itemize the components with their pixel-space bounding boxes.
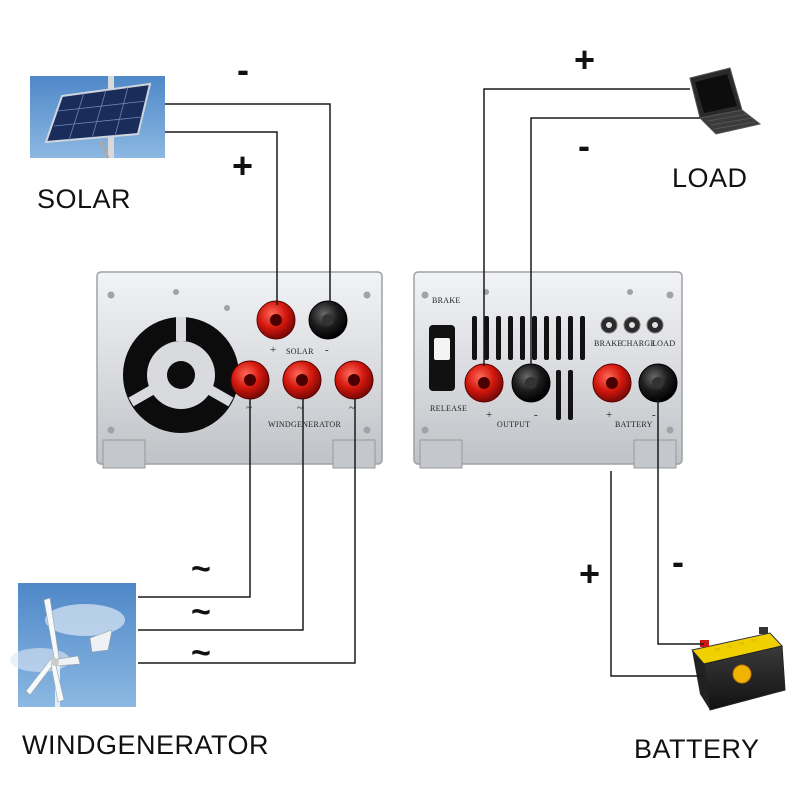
battery-minus-sign: - (672, 541, 684, 582)
panel-release-label: RELEASE (430, 404, 468, 413)
output-negative-terminal (511, 363, 551, 403)
panel-wind-t1: ~ (246, 402, 252, 414)
wind-terminal-3 (334, 360, 374, 400)
panel-wind-t3: ~ (349, 402, 355, 414)
panel-output-label: OUTPUT (497, 420, 531, 429)
laptop-picture (689, 67, 762, 135)
solar-negative-terminal (308, 300, 348, 340)
panel-battery-label: BATTERY (615, 420, 653, 429)
wire-battery-negative (657, 399, 704, 645)
wind-terminal-1 (230, 360, 270, 400)
wire-wind-1 (138, 398, 251, 598)
panel-solar-minus: - (325, 344, 329, 356)
wind-phase-2-sign: ~ (191, 593, 211, 631)
panel-brake-label: BRAKE (432, 296, 461, 305)
wind-turbine-picture (10, 583, 136, 707)
panel-battery-minus: - (652, 409, 656, 421)
load-minus-sign: - (578, 125, 590, 166)
cooling-fan (123, 317, 239, 433)
battery-label: BATTERY (634, 734, 760, 764)
status-leds (600, 316, 664, 334)
panel-wind-t2: ~ (297, 402, 303, 414)
battery-positive-terminal (592, 363, 632, 403)
load-plus-sign: + (574, 39, 596, 80)
panel-solar-plus: + (270, 344, 277, 356)
panel-solar-label: SOLAR (286, 347, 314, 356)
wind-terminal-2 (282, 360, 322, 400)
wire-battery-positive (610, 471, 704, 677)
windgenerator-label: WINDGENERATOR (22, 730, 270, 760)
wire-solar-negative (165, 103, 331, 305)
solar-minus-sign: - (237, 49, 249, 90)
brake-switch (429, 325, 455, 391)
wires (138, 88, 704, 677)
wire-wind-2 (138, 398, 304, 631)
wire-load-positive (483, 88, 690, 366)
solar-positive-terminal (256, 300, 296, 340)
panel-led-load: LOAD (652, 339, 676, 348)
panel-wind-label: WINDGENERATOR (268, 420, 342, 429)
output-positive-terminal (464, 363, 504, 403)
solar-plus-sign: + (232, 145, 254, 186)
load-label: LOAD (672, 163, 748, 193)
controller-input-side (96, 271, 383, 469)
panel-led-brake: BRAKE (594, 339, 623, 348)
wire-solar-positive (165, 131, 278, 305)
panel-output-plus: + (486, 409, 493, 421)
wire-load-negative (530, 117, 700, 366)
wire-wind-3 (138, 398, 356, 664)
battery-plus-sign: + (579, 553, 601, 594)
panel-led-charge: CHARGE (621, 339, 656, 348)
solar-panel-picture (30, 76, 165, 159)
solar-label: SOLAR (37, 184, 132, 214)
panel-battery-plus: + (606, 409, 613, 421)
panel-output-minus: - (534, 409, 538, 421)
wind-phase-1-sign: ~ (191, 550, 211, 588)
battery-negative-terminal (638, 363, 678, 403)
vent-slots (472, 316, 585, 420)
battery-picture (691, 627, 786, 711)
wind-phase-3-sign: ~ (191, 634, 211, 672)
